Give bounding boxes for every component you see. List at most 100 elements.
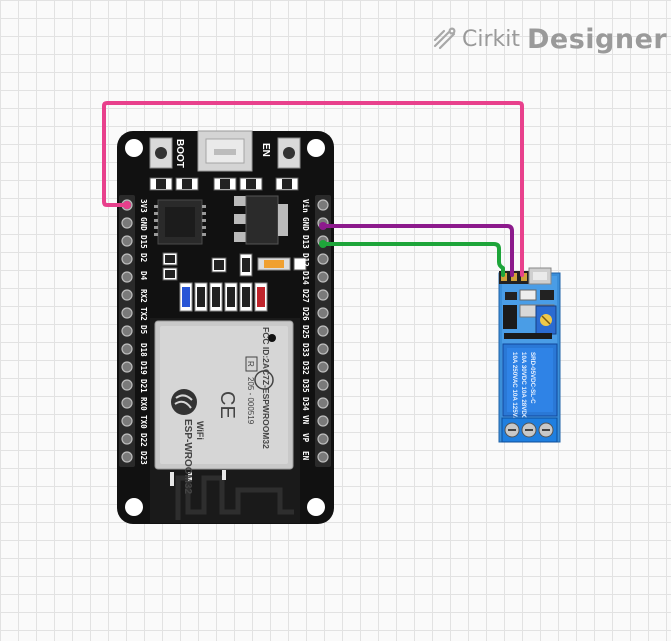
left-pin-d22[interactable] bbox=[121, 433, 133, 445]
left-pin-d19[interactable] bbox=[121, 361, 133, 373]
right-pin-d26[interactable] bbox=[317, 307, 329, 319]
voltage-regulator bbox=[234, 195, 288, 245]
wire-signal[interactable] bbox=[321, 242, 505, 277]
left-pin-label-d4: D4 bbox=[139, 271, 148, 281]
right-pin-label-vin: Vin bbox=[301, 199, 310, 213]
left-pin-label-d22: D22 bbox=[139, 433, 148, 447]
left-pin-label-gnd: GND bbox=[139, 217, 148, 231]
left-pin-d18[interactable] bbox=[121, 343, 133, 355]
left-pin-label-d19: D19 bbox=[139, 361, 148, 375]
right-pin-label-d26: D26 bbox=[301, 307, 310, 321]
smd-components-top bbox=[149, 177, 299, 191]
cirkit-logo-icon bbox=[433, 27, 456, 50]
brand-word-cirkit: Cirkit bbox=[462, 26, 520, 52]
resistor-row bbox=[179, 282, 268, 312]
mount-hole-bottom-left bbox=[125, 498, 143, 516]
left-pin-rx2[interactable] bbox=[121, 289, 133, 301]
right-pin-label-d14: D14 bbox=[301, 271, 310, 285]
module-wifi-mark: WiFi bbox=[195, 421, 205, 440]
module-cert-number: 205 - 000519 bbox=[246, 377, 255, 425]
usb-serial-chip bbox=[154, 199, 206, 245]
right-pin-vin[interactable] bbox=[317, 199, 329, 211]
left-pin-label-rx0: RX0 bbox=[139, 397, 148, 411]
right-pin-vn[interactable] bbox=[317, 415, 329, 427]
esp-wroom32-module bbox=[150, 318, 300, 523]
left-pin-label-rx2: RX2 bbox=[139, 289, 148, 303]
left-pin-label-3v3: 3V3 bbox=[139, 199, 148, 213]
right-pin-d27[interactable] bbox=[317, 289, 329, 301]
right-pin-label-en: EN bbox=[301, 451, 310, 461]
relay-text-line: 10A 30VDC 10A 28VDC bbox=[520, 352, 527, 420]
right-pin-label-d35: D35 bbox=[301, 379, 310, 393]
left-pin-label-d23: D23 bbox=[139, 451, 148, 465]
mount-hole-bottom-right bbox=[307, 498, 325, 516]
left-pin-label-tx2: TX2 bbox=[139, 307, 148, 321]
right-pin-d35[interactable] bbox=[317, 379, 329, 391]
left-pin-d23[interactable] bbox=[121, 451, 133, 463]
left-pin-label-d15: D15 bbox=[139, 235, 148, 249]
right-pin-d33[interactable] bbox=[317, 343, 329, 355]
boot-label: BOOT bbox=[174, 139, 185, 168]
module-r-mark: R bbox=[246, 361, 255, 367]
left-pin-d4[interactable] bbox=[121, 271, 133, 283]
left-pin-label-tx0: TX0 bbox=[139, 415, 148, 429]
relay-screw-terminal[interactable] bbox=[501, 417, 558, 443]
left-pin-d5[interactable] bbox=[121, 325, 133, 337]
right-pin-label-d12: D12 bbox=[301, 253, 310, 267]
right-pin-label-vn: VN bbox=[301, 415, 310, 425]
left-pin-d21[interactable] bbox=[121, 379, 133, 391]
left-pin-gnd[interactable] bbox=[121, 217, 133, 229]
right-pin-vp[interactable] bbox=[317, 433, 329, 445]
relay-potentiometer[interactable] bbox=[535, 305, 557, 335]
cirkit-designer-logo: Cirkit Designer bbox=[432, 22, 667, 56]
en-label: EN bbox=[260, 143, 271, 157]
wire-signal-end bbox=[319, 240, 327, 248]
right-pin-label-gnd: GND bbox=[301, 217, 310, 231]
right-pin-d14[interactable] bbox=[317, 271, 329, 283]
en-button[interactable] bbox=[277, 137, 301, 169]
mount-hole-top-right bbox=[307, 139, 325, 157]
right-pin-header bbox=[315, 195, 331, 467]
right-pin-label-d13: D13 bbox=[301, 235, 310, 249]
right-pin-label-vp: VP bbox=[301, 433, 310, 443]
left-pin-label-d21: D21 bbox=[139, 379, 148, 393]
left-pin-label-d5: D5 bbox=[139, 325, 148, 335]
mount-hole-top-left bbox=[125, 139, 143, 157]
module-model: ESP-WROOM32 bbox=[182, 419, 193, 494]
wire-power[interactable] bbox=[102, 101, 524, 277]
left-pin-label-d2: D2 bbox=[139, 253, 148, 262]
right-pin-d12[interactable] bbox=[317, 253, 329, 265]
left-pin-tx0[interactable] bbox=[121, 415, 133, 427]
relay-text-line: 10A 250VAC 10A 125VAC bbox=[511, 352, 518, 426]
relay-block bbox=[502, 343, 558, 417]
relay-text-line: SRD-05VDC-SL-C bbox=[529, 352, 536, 404]
wire-ground[interactable] bbox=[321, 224, 514, 277]
right-pin-d25[interactable] bbox=[317, 325, 329, 337]
right-pin-d34[interactable] bbox=[317, 397, 329, 409]
boot-button[interactable] bbox=[149, 137, 173, 169]
left-pin-d15[interactable] bbox=[121, 235, 133, 247]
module-ce-mark: CE bbox=[216, 391, 238, 419]
relay-pin-header bbox=[499, 271, 533, 284]
right-pin-label-d34: D34 bbox=[301, 397, 310, 411]
left-pin-label-d18: D18 bbox=[139, 343, 148, 357]
micro-usb-port[interactable] bbox=[197, 130, 253, 172]
right-pin-label-d27: D27 bbox=[301, 289, 310, 303]
left-pin-header bbox=[119, 195, 135, 467]
right-pin-d32[interactable] bbox=[317, 361, 329, 373]
left-pin-tx2[interactable] bbox=[121, 307, 133, 319]
brand-word-designer: Designer bbox=[527, 23, 668, 55]
right-pin-label-d33: D33 bbox=[301, 343, 310, 357]
left-pin-d2[interactable] bbox=[121, 253, 133, 265]
wire-power-end bbox=[123, 201, 131, 209]
cert-badge-icon bbox=[254, 370, 274, 390]
right-pin-label-d25: D25 bbox=[301, 325, 310, 339]
right-pin-en[interactable] bbox=[317, 451, 329, 463]
esp32-board[interactable]: BOOT EN bbox=[117, 130, 334, 524]
right-pin-label-d32: D32 bbox=[301, 361, 310, 375]
left-pin-rx0[interactable] bbox=[121, 397, 133, 409]
